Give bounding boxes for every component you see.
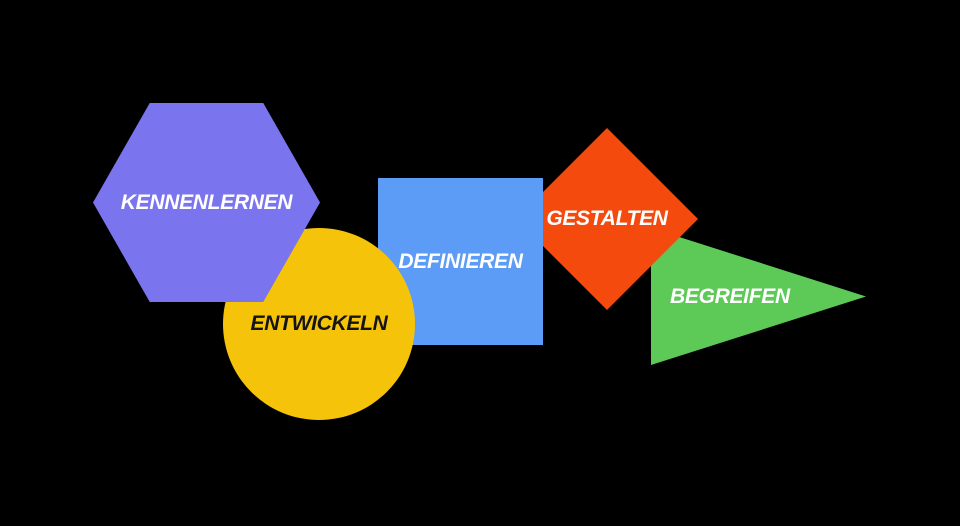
step-label-entwickeln: ENTWICKELN — [250, 312, 388, 335]
step-label-begreifen: BEGREIFEN — [670, 284, 790, 308]
step-label-gestalten: GESTALTEN — [546, 207, 668, 230]
process-step-triangle-begreifen: BEGREIFEN — [651, 228, 866, 365]
step-label-kennenlernen: KENNENLERNEN — [120, 190, 293, 214]
step-label-definieren: DEFINIEREN — [398, 249, 523, 273]
